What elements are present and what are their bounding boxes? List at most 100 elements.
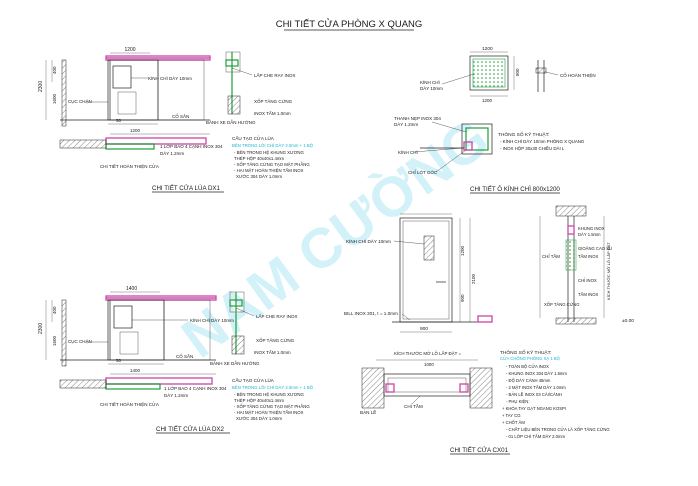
cx01-specs-line: - BẢN LỀ INOX 03 CÁI/CÁNH <box>506 392 562 397</box>
dx2-structure-line: THÉP HỘP 40x40x1.4mm <box>234 398 284 403</box>
glass-label: KÍNH CHÌ <box>420 79 440 85</box>
dx2-dim-h2: 1600 <box>52 335 57 346</box>
dx1-dim-w2: 1200 <box>130 128 141 133</box>
cx01-plan-title: KÍCH THƯỚC MỞ LỖ LẮP ĐẶT = <box>394 351 461 356</box>
glass-caption: CHI TIẾT Ô KÍNH CHÌ 800x1200 <box>470 186 560 193</box>
glass-trim: THANH NẸP INOX 304 <box>394 116 441 121</box>
glass-dim-w: 1200 <box>482 46 493 52</box>
dx2-lead-cover: 1 LỚP BAO 4 CẠNH INOX 304 <box>164 385 227 391</box>
cx01-specs-line: + CHỐT ÂM <box>502 420 525 425</box>
dx1-plan-label: CHI TIẾT HOÀN THIỆN CỬA <box>100 162 159 169</box>
cx01-dim-h3: 2100 <box>471 273 476 284</box>
dx1-structure-line: - XỐP TĂNG CỨNG TẠO MẶT PHẲNG <box>234 162 310 167</box>
cx01-specs-line: - PHỤ KIỆN: <box>506 399 530 404</box>
cx01-k1: KHUNG INOX <box>578 226 605 231</box>
cx01-section-title: CHỈ TẦM <box>542 254 560 259</box>
cx01-k3: GIOĂNG CAO SU <box>578 246 612 251</box>
cx01-specs-line: + TAY CO. <box>502 413 522 418</box>
dx1-dim-h2: 1600 <box>52 93 57 104</box>
dx2-rail-cover: LẮP CHE RAY INOX <box>256 312 298 319</box>
cx01-specs-line: + KHÓA TAY GẠT NGANG KOSPI <box>502 406 566 411</box>
cx01-sill: BILL INOX 201, t = 1.0mm <box>344 311 398 316</box>
cx01-caption: CHI TIẾT CỬA CX01 <box>450 447 509 454</box>
cx01-k5: CHỈ INOX <box>578 278 597 283</box>
dx1-lead-cover: 1 LỚP BAO 4 CẠNH INOX 304 <box>160 143 223 149</box>
cx01-dim-h2: 900 <box>460 294 465 302</box>
dx2-structure-line: - XỐP TĂNG CỨNG TẠO MẶT PHẲNG <box>234 404 310 409</box>
dx2-plan: 1400 1 LỚP BAO 4 CẠNH INOX 304 DÀY 1.2mm… <box>59 368 227 407</box>
glass-thk: DÀY 10mm <box>420 85 443 91</box>
dx1-stopper: CỤC CHẶN <box>68 98 92 104</box>
dx2-plan-label: CHI TIẾT HOÀN THIỆN CỬA <box>100 400 159 407</box>
dx1-rail-cover: LẮP CHE RAY INOX <box>254 71 296 78</box>
dx2-dim-w2: 1400 <box>130 368 141 373</box>
dx1-structure-highlight: BÊN TRONG LÕI CHÌ DÀY 2.0mm + 1 BỘ <box>232 143 314 148</box>
glass-lead: KÍNH CHÌ <box>398 149 418 155</box>
dx2-elevation: 1400 2300 400 1600 50 CỐ SẮN CỤC CHẶN KÍ… <box>38 286 298 367</box>
dx2-glass: KÍNH CHÌ DÀY 10mm <box>190 317 234 323</box>
cx01-specs-line: - ĐỘ DÀY CÁNH 45mm <box>506 378 551 383</box>
cx01-dim-h: 1200 <box>460 245 465 256</box>
cx01-glass: KÍNH CHÌ DÀY 10mm <box>346 238 391 244</box>
dx2-thickness: DÀY 1.2mm <box>164 392 188 398</box>
dx2-dim-h1: 400 <box>52 306 57 314</box>
glass-frame: CỐ HOÀN THIỆN <box>560 71 596 78</box>
glass-specs-line: - KÍNH CHÌ DÀY 10mm PHÒNG X QUANG <box>500 139 585 144</box>
cx01-elevation: 900 1200 900 2100 KÍNH CHÌ DÀY 10mm BILL… <box>344 213 493 333</box>
dx1-floor-stop: CỐ SẮN <box>172 112 189 119</box>
dx2-structure: CẤU TẠO CỬA LÙA BÊN TRONG LÕI CHÌ DÀY 2.… <box>232 377 314 421</box>
dx2-stopper: CỤC CHẶN <box>68 338 92 344</box>
glass-specs-line: - INOX HỘP 30x30 CHIỀU DÀI L <box>500 146 565 151</box>
glass-dim-w2: 1200 <box>482 98 493 103</box>
cx01-specs-line: - 01 LỚP CHÌ TẤM DÀY 2.0mm <box>506 434 565 439</box>
cx01-specs-line: - 2 MẶT INOX TẤM DÀY 1.0mm <box>506 385 566 390</box>
cx01-specs: THÔNG SỐ KỸ THUẬT: CỬA CHỐNG PHÓNG XẠ 1 … <box>500 349 610 439</box>
dx2-inox: INOX TẤM 1.0mm <box>254 349 291 355</box>
dx1-wheel: BÁNH XE DẪN HƯỚNG <box>206 119 256 125</box>
dx1-structure-line: - BÊN TRONG HỆ KHUNG XƯƠNG <box>234 150 304 155</box>
dx2-dim-w1: 50 <box>116 358 122 363</box>
dx1-dim-top: 1200 <box>124 47 135 53</box>
cx01-specs-header: THÔNG SỐ KỸ THUẬT: <box>500 349 551 356</box>
dx1-structure-line: - HAI MẶT HOÀN THIỆN TẤM INOX <box>234 168 304 173</box>
dx2-structure-line: - HAI MẶT HOÀN THIỆN TẤM INOX <box>234 410 304 415</box>
dx1-structure-line: THÉP HỘP 40x40x1.4mm <box>234 156 284 161</box>
cx01-k7: XỐP TĂNG CỨNG <box>544 302 580 307</box>
cx01-seal: CHỈ TẦM <box>404 403 423 409</box>
dx2-structure-line: XƯỚC 304 DÀY 1.0mm <box>236 416 282 421</box>
dx1-dim-h3: 2300 <box>38 81 44 92</box>
glass-dim-h: 800 <box>515 68 520 76</box>
dx2-foam: XỐP TĂNG CỨNG <box>256 337 295 343</box>
cx01-specs-line: - KHUNG INOX 304 DÀY 1.5mm <box>506 371 567 376</box>
dx1-thickness: DÀY 1.2mm <box>160 150 184 156</box>
dx1-caption: CHI TIẾT CỬA LÙA DX1 <box>152 185 221 192</box>
cx01-section: KÍCH THƯỚC MỞ LỖ LẮP ĐẶT CHỈ TẦM KHUNG I… <box>539 205 634 325</box>
dx1-structure: CẤU TẠO CỬA LÙA BÊN TRONG LÕI CHÌ DÀY 2.… <box>232 135 314 179</box>
dx2-structure-line: - BÊN TRONG HỆ KHUNG XƯƠNG <box>234 392 304 397</box>
glass-corner: CHỈ LÓT GÓC <box>408 169 438 175</box>
dx2-floor-stop: CỐ SẮN <box>176 352 193 359</box>
glass-detail: 1200 800 1200 KÍNH CHÌ DÀY 10mm CỐ HOÀN … <box>394 46 596 175</box>
cx01-dim-w: 900 <box>420 326 428 332</box>
cx01-k6: TẤM INOX <box>578 292 598 297</box>
cx01-k2: DÀY 1.5mm <box>578 232 601 237</box>
cx01-level: ±0.00 <box>622 318 634 324</box>
glass-specs-header: THÔNG SỐ KỸ THUẬT: <box>498 131 549 138</box>
sheet-title: CHI TIẾT CỬA PHÒNG X QUANG <box>276 18 423 30</box>
dx2-wheel: BÁNH XE DẪN HƯỚNG <box>210 360 260 366</box>
dx1-dim-w1: 50 <box>116 118 122 123</box>
glass-trim-thk: DÀY 1.2mm <box>394 121 418 127</box>
cx01-hinge: BẢN LỀ <box>360 409 376 415</box>
dx1-glass-label: KÍNH CHÌ DÀY 10mm <box>148 75 192 81</box>
dx1-structure-line: XƯỚC 304 DÀY 1.0mm <box>236 174 282 179</box>
cx01-side-dim: KÍCH THƯỚC MỞ LỖ LẮP ĐẶT <box>606 242 611 300</box>
dx2-caption: CHI TIẾT CỬA LÙA DX2 <box>156 426 225 433</box>
dx1-inox: INOX TẤM 1.0mm <box>254 110 291 116</box>
dx2-structure-highlight: BÊN TRONG LÕI CHÌ DÀY 2.0mm + 1 BỘ <box>232 385 314 390</box>
cx01-plan-width: 1000 <box>424 362 434 367</box>
cx01-specs-line: - CHẤT LIỆU BÊN TRONG CỬA LÀ XỐP TĂNG CỨ… <box>506 427 610 432</box>
dx1-plan: 1200 1 LỚP BAO 4 CẠNH INOX 304 DÀY 1.2mm… <box>59 128 223 169</box>
dx1-foam: XỐP TĂNG CỨNG <box>254 98 293 104</box>
cx01-k4: TẤM INOX <box>578 254 598 259</box>
